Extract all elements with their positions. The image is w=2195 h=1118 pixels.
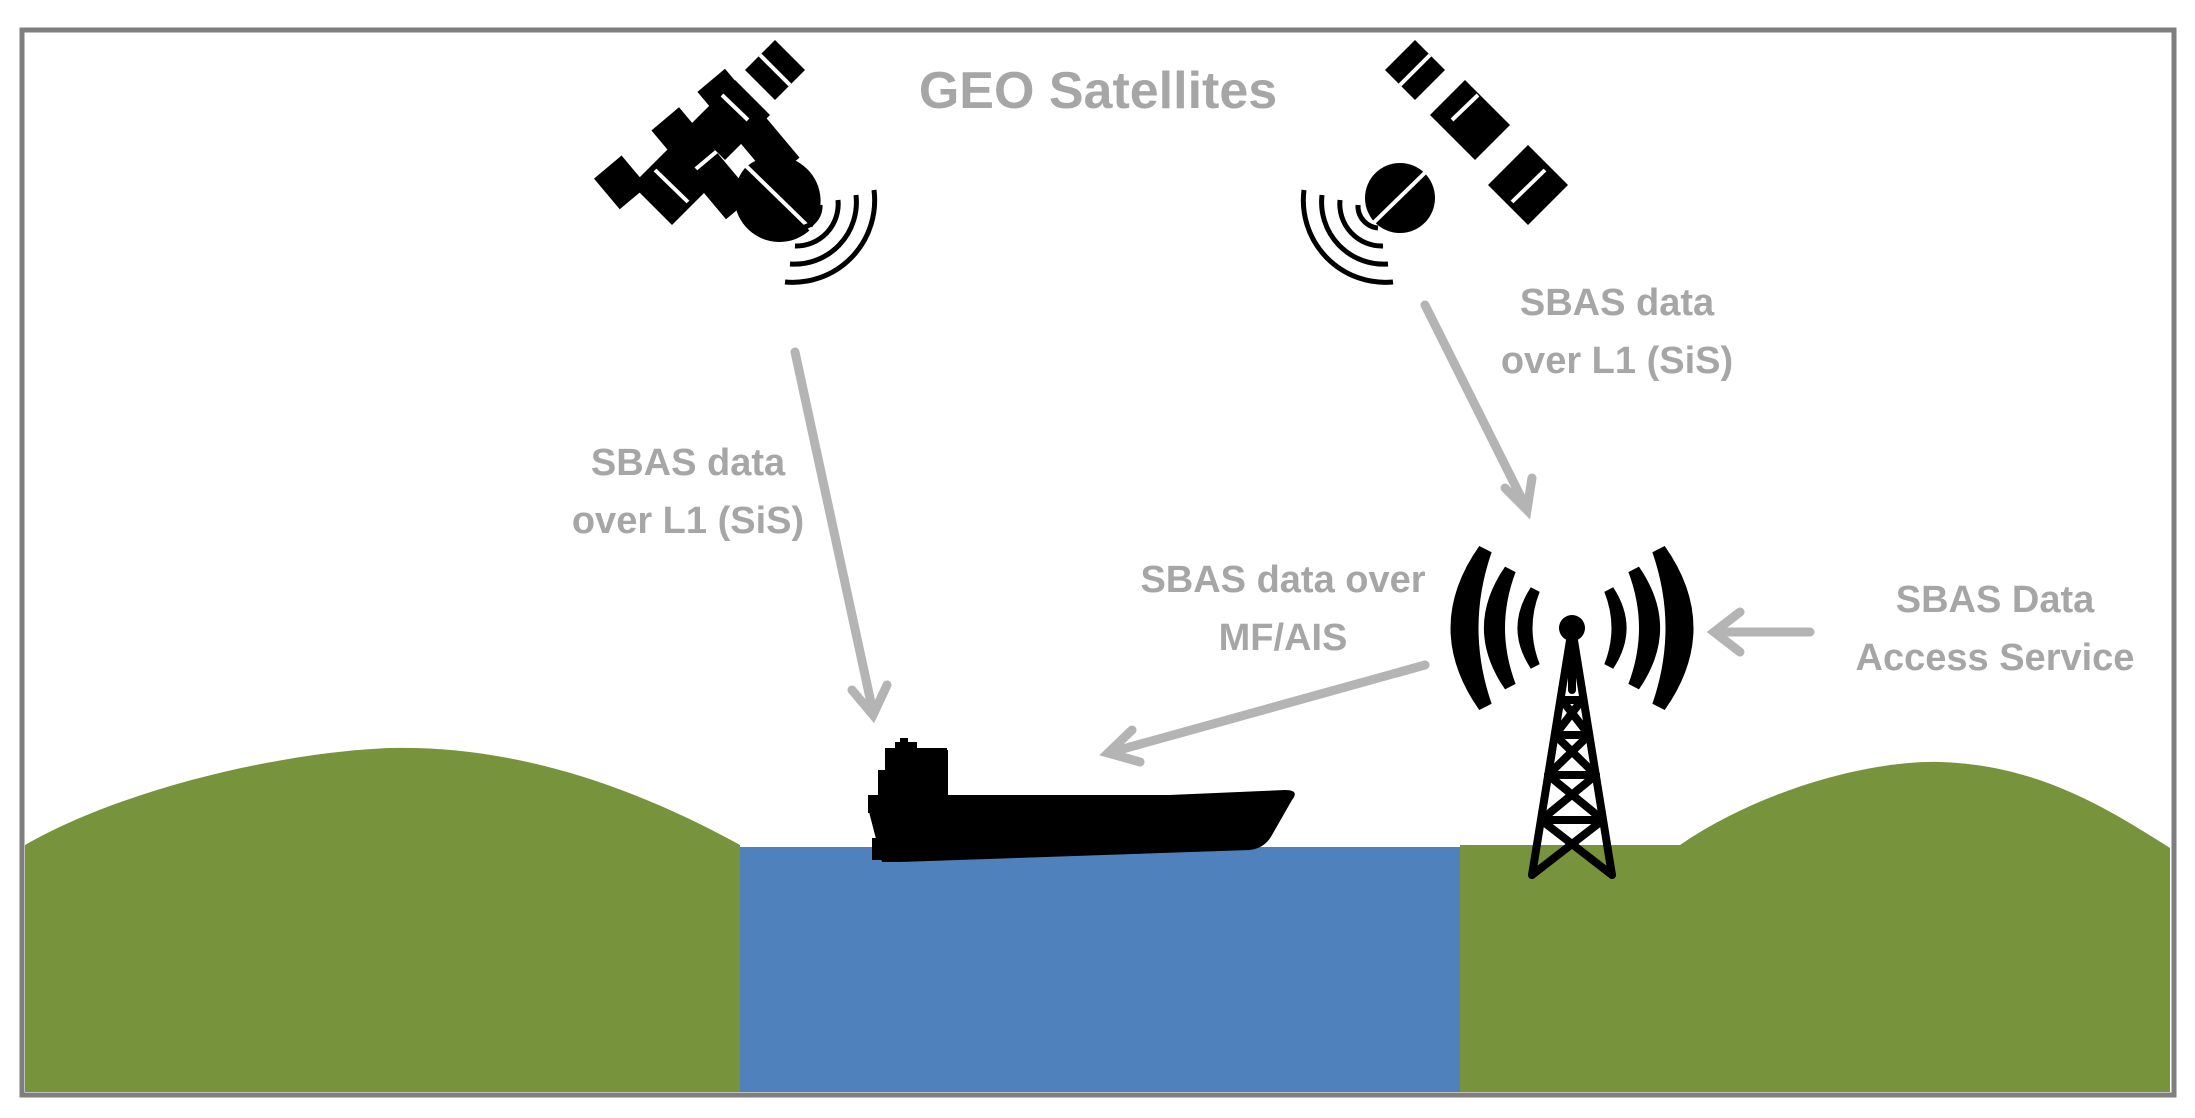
arrow-sis-left <box>790 347 892 724</box>
label-sis-left-line2: over L1 (SiS) <box>572 500 804 542</box>
arrow-data-access-service <box>1706 607 1815 657</box>
label-mf-ais-line2: MF/AIS <box>1219 617 1348 659</box>
label-mf-ais-line1: SBAS data over <box>1140 559 1425 601</box>
land-right <box>1460 761 2170 1092</box>
water <box>740 847 1460 1092</box>
land-left <box>25 747 740 1092</box>
diagram-title: GEO Satellites <box>919 62 1277 120</box>
ship-icon <box>868 738 1295 862</box>
label-sis-right-line2: over L1 (SiS) <box>1501 340 1733 382</box>
label-sis-left-line1: SBAS data <box>591 442 786 484</box>
arrow-mf-ais <box>1099 660 1430 767</box>
label-sis-right-line1: SBAS data <box>1520 282 1715 324</box>
satellite-icon-left <box>632 40 878 285</box>
radio-tower-icon <box>1450 545 1694 879</box>
arrow-sis-right <box>1420 300 1537 520</box>
label-das-line1: SBAS Data <box>1896 579 2095 621</box>
satellite-icon-right <box>1300 40 1568 285</box>
label-das-line2: Access Service <box>1856 637 2135 679</box>
